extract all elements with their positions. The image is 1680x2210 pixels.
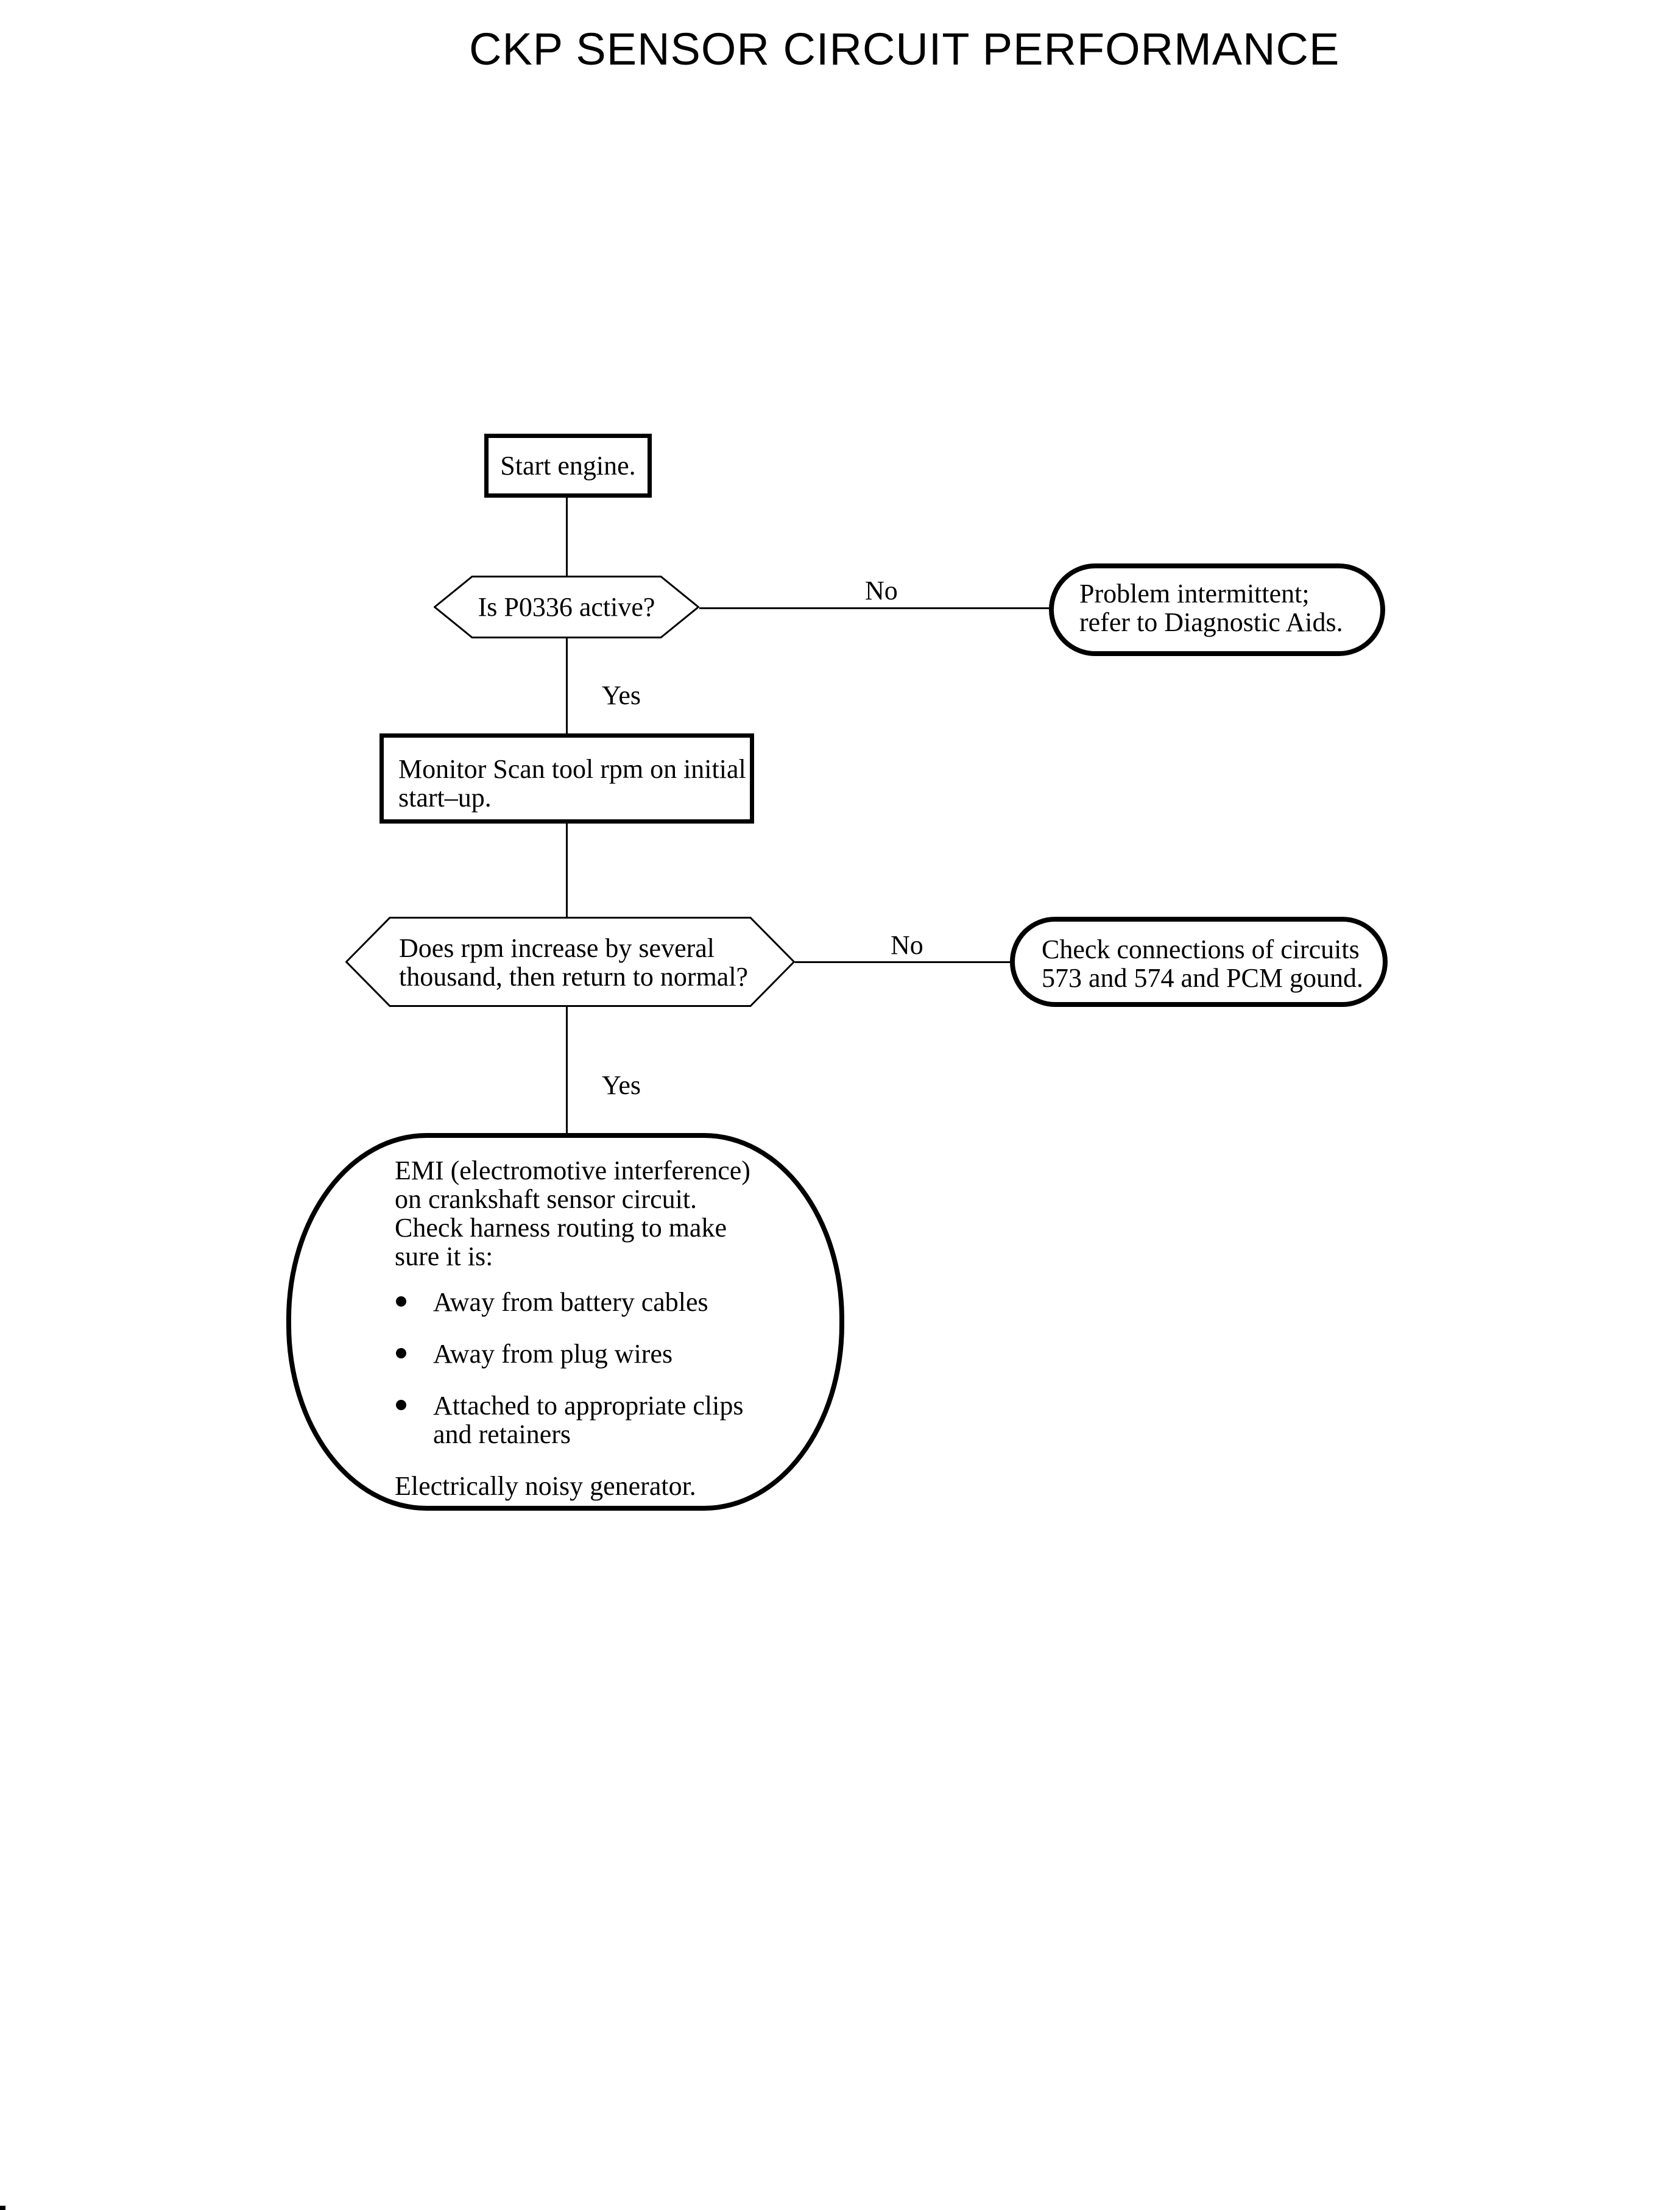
node-problem-intermittent-line2: refer to Diagnostic Aids. [1079,607,1343,637]
connector-decision2-yes [566,1007,568,1133]
branch-label-yes-2: Yes [602,1070,641,1100]
branch-label-yes-1: Yes [602,680,641,710]
emi-bullet-3: Attached to appropriate clips and retain… [433,1391,744,1449]
node-check-connections-line2: 573 and 574 and PCM gound. [1042,963,1363,993]
node-emi-interference: EMI (electromotive interference) on cran… [286,1133,844,1511]
hexagon-shape [434,576,699,638]
bullet-icon [396,1400,406,1410]
node-problem-intermittent: Problem intermittent; refer to Diagnosti… [1049,563,1385,656]
list-item: Attached to appropriate clips and retain… [395,1391,786,1449]
node-decision-rpm: Does rpm increase by several thousand, t… [345,917,795,1007]
page-title: CKP SENSOR CIRCUIT PERFORMANCE [469,24,1340,74]
emi-intro-text: EMI (electromotive interference) on cran… [395,1156,809,1271]
connector-decision2-no [795,961,1010,963]
node-monitor-scan-tool: Monitor Scan tool rpm on initial start–u… [379,733,754,824]
hexagon-shape [345,917,795,1007]
list-item: Away from battery cables [395,1288,786,1316]
node-decision-rpm-line2: thousand, then return to normal? [399,962,749,992]
node-check-connections-line1: Check connections of circuits [1042,934,1360,964]
node-decision-p0336: Is P0336 active? [434,576,699,638]
node-problem-intermittent-line1: Problem intermittent; [1079,579,1310,609]
list-item: Away from plug wires [395,1340,786,1368]
node-monitor-scan-tool-line1: Monitor Scan tool rpm on initial [398,754,746,784]
emi-intro-line1: EMI (electromotive interference) [395,1156,750,1185]
bullet-icon [396,1296,406,1307]
branch-label-no-1: No [865,576,898,605]
emi-footer-text: Electrically noisy generator. [395,1471,696,1501]
connector-decision1-no [699,607,1049,609]
emi-intro-line3: Check harness routing to make [395,1213,727,1243]
node-decision-rpm-line1: Does rpm increase by several [399,933,715,963]
branch-label-no-2: No [891,930,923,960]
connector-monitor-to-decision2 [566,824,568,917]
node-decision-p0336-label: Is P0336 active? [478,592,655,622]
emi-intro-line2: on crankshaft sensor circuit. [395,1184,697,1214]
emi-bullet-list: Away from battery cables Away from plug … [395,1288,809,1449]
connector-decision1-yes [566,638,568,733]
node-start-engine: Start engine. [484,434,652,498]
emi-bullet-1: Away from battery cables [433,1287,708,1317]
connector-start-to-decision1 [566,498,568,576]
node-start-engine-label: Start engine. [500,451,636,481]
bullet-icon [396,1348,406,1358]
scan-artifact [0,2206,5,2210]
node-monitor-scan-tool-line2: start–up. [398,783,492,813]
emi-bullet-2: Away from plug wires [433,1339,673,1369]
emi-intro-line4: sure it is: [395,1241,493,1271]
node-check-connections: Check connections of circuits 573 and 57… [1010,917,1388,1007]
